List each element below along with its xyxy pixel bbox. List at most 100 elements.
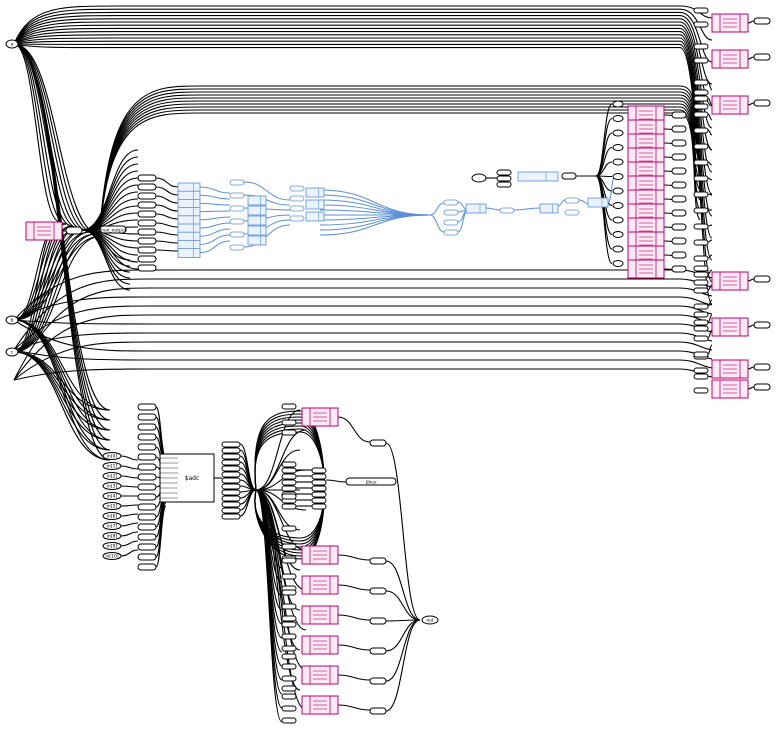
edge-pill — [693, 387, 709, 394]
blue-cell — [177, 190, 201, 201]
blue-cell — [177, 239, 201, 250]
right-pill — [671, 125, 687, 133]
cell-in-pill — [281, 645, 297, 652]
stack-pill — [281, 557, 297, 564]
blue-cell — [539, 203, 559, 214]
bus-label-pill-label: $bus — [366, 479, 378, 485]
left-pill — [137, 192, 157, 200]
right-port — [612, 245, 624, 253]
blue-cell — [177, 248, 201, 259]
left-pill — [137, 264, 157, 272]
edge-in-pill — [693, 143, 709, 150]
port-b-label: b — [11, 318, 14, 324]
blue-pill — [229, 218, 245, 225]
bus-pill — [221, 501, 241, 508]
edge-out-pill — [753, 363, 771, 371]
edge-pill — [693, 103, 709, 110]
input-port — [102, 482, 122, 490]
edge-in-pill — [693, 287, 709, 294]
blue-cell — [177, 207, 201, 218]
bus-pill — [221, 447, 241, 454]
edge-pill — [693, 325, 709, 332]
mid-pill-a — [281, 467, 297, 474]
mid-pill-b — [311, 473, 327, 480]
port-out-label: out — [426, 618, 434, 624]
input-port-label: in[3] — [107, 484, 118, 490]
left-pill — [137, 201, 157, 209]
edge-out-pill — [753, 99, 771, 107]
block-in-pill — [137, 513, 157, 521]
input-port-label: in[0] — [107, 454, 118, 460]
block-in-pill — [137, 443, 157, 451]
port-c — [5, 347, 19, 357]
edge-out-pill — [753, 53, 771, 61]
bottom-out-pill — [369, 587, 387, 595]
input-port-label: in[2] — [107, 474, 118, 480]
adc-block-title: $adc — [185, 475, 200, 482]
stack-pill — [281, 653, 297, 660]
blue-pill — [443, 199, 459, 206]
mux-label-label: mux_output — [100, 227, 127, 233]
edge-in-pill — [693, 207, 709, 214]
right-pill — [671, 223, 687, 231]
top-pill-2 — [496, 175, 512, 182]
mid-pill-a — [281, 503, 297, 510]
bus-pill — [221, 495, 241, 502]
bottom-out-pill — [369, 439, 387, 447]
cell-in-pill — [281, 603, 297, 610]
mid-pill-a — [281, 479, 297, 486]
edge-in-pill — [693, 255, 709, 262]
bus-pill — [221, 477, 241, 484]
mid-pill-b — [311, 479, 327, 486]
bus-pill — [221, 513, 241, 520]
block-in-pill — [137, 553, 157, 561]
edge-pill — [693, 7, 709, 14]
edge-in-pill — [693, 127, 709, 134]
edge-in-pill — [693, 191, 709, 198]
edge-out-pill — [753, 383, 771, 391]
cell-in-pill — [281, 633, 297, 640]
block-in-pill — [137, 433, 157, 441]
edge-pill — [693, 89, 709, 96]
edge-pill — [693, 265, 709, 272]
block-in-pill — [137, 423, 157, 431]
block-in-pill — [137, 533, 157, 541]
blue-pill — [499, 207, 515, 214]
bottom-out-pill — [369, 617, 387, 625]
bus-pill — [221, 471, 241, 478]
stack-pill — [281, 525, 297, 532]
input-port — [102, 542, 122, 550]
edge-pill — [693, 311, 709, 318]
edge-in-pill — [693, 223, 709, 230]
blue-cell — [177, 231, 201, 242]
left-pill — [137, 255, 157, 263]
right-port — [612, 144, 624, 151]
blue-cell — [247, 215, 267, 226]
blue-pill — [443, 229, 459, 236]
port-b — [5, 315, 19, 325]
input-port — [102, 532, 122, 540]
stack-pill — [281, 589, 297, 596]
input-port — [102, 492, 122, 500]
blue-cell — [247, 205, 267, 216]
mid-pill-b — [311, 485, 327, 492]
blue-cell — [177, 223, 201, 234]
edge-in-pill — [693, 239, 709, 246]
top-pill-3 — [496, 181, 512, 188]
blue-pill — [229, 192, 245, 199]
top-pill-1 — [496, 169, 512, 176]
edge-in-pill — [693, 95, 709, 102]
blue-cell — [247, 225, 267, 236]
blue-pill — [289, 185, 305, 192]
right-port — [612, 187, 624, 195]
edge-in-pill — [693, 79, 709, 86]
left-pill — [137, 237, 157, 245]
input-port-label: in[8] — [107, 534, 118, 540]
blue-pill — [229, 179, 245, 186]
right-pill — [671, 153, 687, 161]
left-pill — [137, 210, 157, 218]
mid-pill-b — [311, 467, 327, 474]
cell-in-pill — [281, 543, 297, 550]
port-a-label: a — [11, 43, 14, 48]
right-pill — [671, 139, 687, 147]
